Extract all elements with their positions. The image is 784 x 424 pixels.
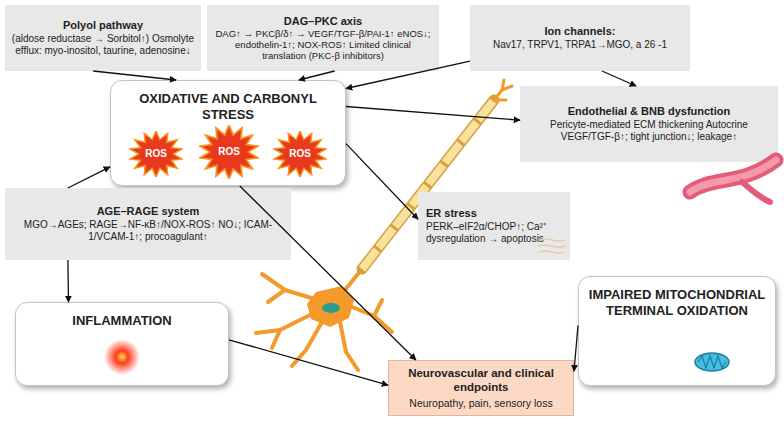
node-body: (aldose reductase → Sorbitol↑) Osmolyte …	[11, 33, 195, 57]
axon-terminal	[494, 80, 512, 100]
myelin-outline	[362, 100, 494, 269]
node-title: INFLAMMATION	[72, 313, 171, 329]
node-title: Neurovascular and clinical endpoints	[395, 367, 567, 395]
inflammation-glow	[104, 339, 140, 375]
arrow-connector	[574, 326, 578, 372]
node-title: OXIDATIVE AND CARBONYL STRESS	[119, 91, 337, 123]
neuron-dendrites	[256, 274, 392, 370]
node-title: DAG–PKC axis	[284, 15, 362, 28]
star-shape	[273, 131, 327, 177]
neuron-soma	[307, 286, 354, 327]
node-title: ROS	[289, 149, 311, 159]
star-outline	[274, 131, 327, 177]
arrow-connector	[240, 186, 416, 360]
hub-box: OXIDATIVE AND CARBONYL STRESS ROS ROS ROS	[110, 80, 346, 186]
er-icon	[538, 239, 565, 253]
arrow-connector	[229, 340, 388, 385]
node-body: MGO→AGEs; RAGE→NF-κB↑/NOX-ROS↑ NO↓; ICAM…	[11, 219, 285, 243]
node-title: ROS	[145, 149, 167, 159]
dendrite	[350, 306, 392, 332]
dendrite	[292, 322, 322, 366]
node-title: ER stress	[426, 207, 477, 220]
terminal-branch	[494, 99, 506, 102]
node-body: Pericyte-mediated ECM thickening Autocri…	[526, 119, 772, 143]
dendrite	[272, 330, 280, 348]
dendrite	[262, 274, 318, 300]
dendrite	[374, 300, 382, 316]
process-box: ER stressPERK–eIF2α/CHOP↑; Ca²⁺ dysregul…	[418, 192, 570, 260]
process-box: Polyol pathway(aldose reductase → Sorbit…	[5, 5, 201, 71]
dendrite	[268, 290, 285, 302]
node-title: Ion channels:	[545, 25, 616, 38]
hub-box: INFLAMMATION	[15, 302, 229, 386]
dendrite	[256, 314, 312, 333]
neuron-nucleus	[322, 303, 340, 313]
process-box: Endothelial & BNB dysfunctionPericyte-me…	[520, 86, 778, 162]
ros-star: ROS	[199, 125, 259, 179]
arrow-connector	[346, 144, 418, 220]
arrow-connector	[93, 71, 176, 80]
arrow-connector	[602, 71, 636, 86]
vessel-wall	[690, 160, 776, 192]
arrow-connector	[346, 61, 470, 88]
node-title: Polyol pathway	[63, 19, 143, 32]
arrow-connector	[68, 167, 110, 188]
vessel-lumen	[690, 160, 776, 192]
star-shape	[199, 125, 259, 179]
node-title: AGE–RAGE system	[97, 205, 200, 218]
hub-box: IMPAIRED MITOCHONDRIAL TERMINAL OXIDATIO…	[578, 276, 776, 386]
outcome-box: Neurovascular and clinical endpointsNeur…	[388, 360, 574, 416]
process-box: Ion channels:Nav17, TRPV1, TRPA1→MGO, a …	[470, 5, 690, 71]
node-body: PERK–eIF2α/CHOP↑; Ca²⁺ dysregulation → a…	[426, 221, 564, 245]
terminal-branch	[502, 80, 504, 90]
blood-vessel	[690, 160, 776, 202]
node-title: IMPAIRED MITOCHONDRIAL TERMINAL OXIDATIO…	[587, 287, 767, 319]
process-box: AGE–RAGE systemMGO→AGEs; RAGE→NF-κB↑/NOX…	[5, 188, 291, 260]
mitochondrion-cristae	[698, 356, 726, 368]
node-body: Neuropathy, pain, sensory loss	[409, 397, 552, 410]
node-body: Nav17, TRPV1, TRPA1→MGO, a 26 -1	[493, 39, 667, 51]
er-membrane	[538, 245, 565, 247]
star-outline	[130, 131, 183, 177]
node-body: DAG↑ → PKCβ/δ↑ → VEGF/TGF-β/PAI-1↑ eNOS↓…	[213, 29, 433, 62]
dendrite	[340, 322, 358, 370]
er-membrane	[540, 251, 563, 253]
arrow-connector	[67, 260, 69, 302]
arrow-connector	[346, 107, 520, 121]
ros-star: ROS	[273, 131, 327, 177]
node-title: Endothelial & BNB dysfunction	[568, 105, 731, 118]
vessel-branch	[742, 182, 770, 202]
myelin-sheath	[362, 100, 494, 269]
er-membrane	[540, 239, 564, 241]
mitochondrion-body	[695, 353, 729, 371]
arrow-connector	[299, 71, 335, 80]
star-shape	[129, 131, 183, 177]
node-title: ROS	[218, 147, 240, 157]
mitochondrion-icon	[695, 353, 729, 371]
ros-star: ROS	[129, 131, 183, 177]
process-box: DAG–PKC axisDAG↑ → PKCβ/δ↑ → VEGF/TGF-β/…	[207, 5, 439, 71]
star-outline	[200, 125, 258, 179]
